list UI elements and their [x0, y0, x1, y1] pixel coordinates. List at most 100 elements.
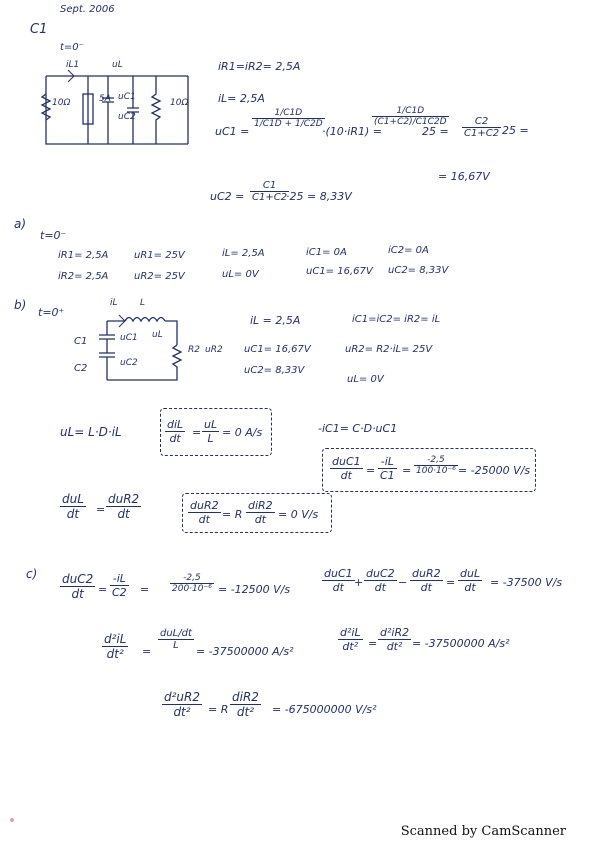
duc1-eq2: = [402, 464, 412, 477]
circuit-b-label-uc2: uC2 [120, 358, 138, 368]
circuit-b-label-c2: C2 [74, 363, 88, 374]
currents-equation: iR1=iR2= 2,5A [218, 60, 301, 73]
ul-law: uL= L·D·iL [60, 425, 122, 439]
part-b-time: t=0⁺ [38, 306, 65, 319]
duc1-box [322, 448, 536, 492]
problem-label: C1 [30, 22, 48, 37]
part-a-ic2: iC2= 0A [388, 245, 429, 256]
dil-eq: = [192, 426, 202, 439]
uc1-times-25: 25 = [502, 124, 529, 137]
part-a-ic1: iC1= 0A [306, 247, 347, 258]
d2ur2-eq: = R [208, 703, 229, 716]
part-a-il: iL= 2,5A [222, 248, 265, 259]
part-b-uc2: uC2= 8,33V [244, 365, 305, 376]
part-a-time: t=0⁻ [40, 229, 67, 242]
part-a-uc2: uC2= 8,33V [388, 265, 449, 276]
dul-eq: = [96, 503, 106, 516]
ic1-law: -iC1= C·D·uC1 [318, 422, 398, 435]
circuit-b-label-ul: uL [152, 330, 163, 340]
duc2-eq: = [98, 583, 108, 596]
d2ir2-eq: = [368, 637, 378, 650]
circuit-b-label-il: iL [110, 298, 118, 308]
duc1-result: = -25000 V/s [458, 464, 531, 477]
part-a-ur2: uR2= 25V [134, 271, 185, 282]
part-a-ur1: uR1= 25V [134, 250, 185, 261]
d2ur2-result: = -675000000 V/s² [272, 703, 377, 716]
sum-plus: + [354, 576, 364, 589]
uc1-eq: 25 = [422, 125, 449, 138]
dil-result: = 0 A/s [222, 426, 263, 439]
dur2-box [182, 493, 332, 533]
circuit-label-uc1: uC1 [118, 92, 136, 102]
circuit-label-r2: 10Ω [170, 98, 189, 108]
time-label: t=0⁻ [60, 42, 84, 53]
uc1-lhs: uC1 = [215, 125, 250, 138]
uc1-times: ·(10·iR1) = [322, 125, 382, 138]
part-a-ul: uL= 0V [222, 269, 259, 280]
uc2-lhs: uC2 = [210, 190, 245, 203]
uc1-fraction-2: 1/C1D(C1+C2)/C1C2D [372, 106, 449, 127]
dur2-result: = 0 V/s [278, 508, 319, 521]
sum-minus: − [398, 576, 408, 589]
duc2-eq2: = [140, 583, 150, 596]
inductor-current: iL= 2,5A [218, 92, 265, 105]
part-b-uc1: uC1= 16,67V [244, 344, 311, 355]
part-a-uc1: uC1= 16,67V [306, 266, 373, 277]
circuit-b-label-l: L [140, 298, 146, 308]
d2il-eq: = [142, 645, 152, 658]
circuit-label-uc2: uC2 [118, 112, 136, 122]
dur2-eq: = R [222, 508, 243, 521]
circuit-b-label-uc1: uC1 [120, 333, 138, 343]
circuit-b-label-ur2: uR2 [205, 345, 223, 355]
date-note: Sept. 2006 [60, 4, 115, 15]
part-a-ir1: iR1= 2,5A [58, 250, 109, 261]
part-b-ul: uL= 0V [347, 374, 384, 385]
dul-result: = -37500 V/s [490, 576, 563, 589]
dil-box [160, 408, 272, 456]
scanner-footer: Scanned by CamScanner [400, 824, 566, 839]
circuit-label-r1: 10Ω [52, 98, 71, 108]
part-b-label: b) [14, 298, 27, 312]
part-b-il: iL = 2,5A [250, 314, 301, 327]
part-b-ic-equal: iC1=iC2= iR2= iL [352, 314, 441, 325]
part-b-ur2: uR2= R2·iL= 25V [345, 344, 433, 355]
uc1-result: = 16,67V [438, 170, 490, 183]
circuit-label-source: 5A [99, 94, 111, 104]
duc1-eq: = [366, 464, 376, 477]
part-a-label: a) [14, 217, 27, 231]
d2il-result: = -37500000 A/s² [196, 645, 294, 658]
circuit-label-ul: uL [112, 60, 123, 70]
uc2-eq: ·25 = 8,33V [286, 190, 352, 203]
circuit-label-il1: iL1 [66, 60, 80, 70]
scan-artifact-dot [10, 818, 14, 822]
circuit-t0-diagram [40, 69, 189, 145]
part-c-label: c) [26, 567, 38, 581]
circuit-b-label-r2: R2 [188, 345, 200, 355]
circuit-b-label-c1: C1 [74, 336, 88, 347]
duc2-result: = -12500 V/s [218, 583, 291, 596]
part-a-ir2: iR2= 2,5A [58, 271, 109, 282]
